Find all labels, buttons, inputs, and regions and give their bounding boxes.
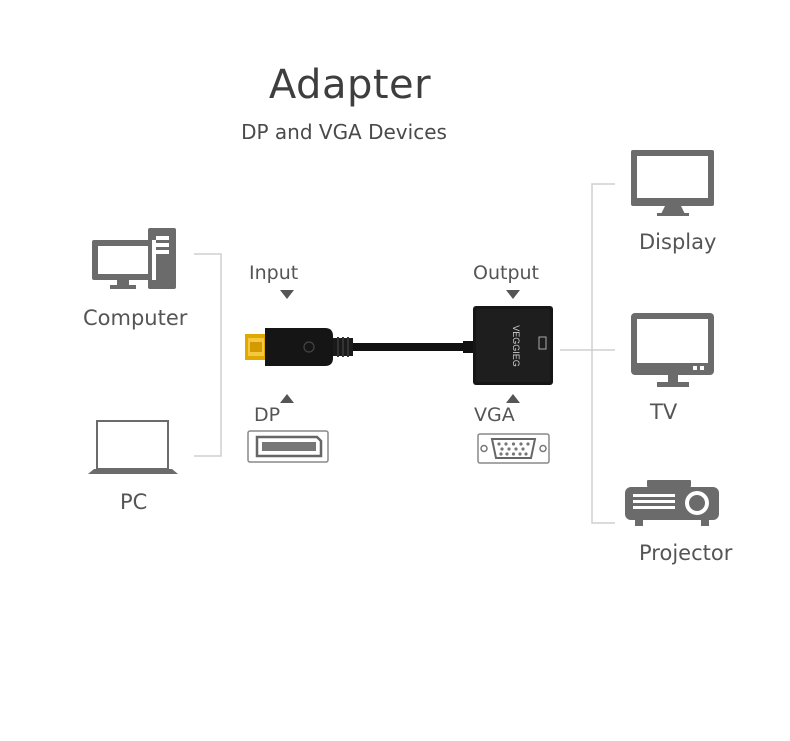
vga-arrow-up-icon [506,394,520,403]
dp-port-icon [247,430,329,463]
laptop-icon [88,420,178,474]
left-bracket-line [194,253,222,457]
input-label: Input [249,262,299,284]
dp-label: DP [254,404,281,426]
adapter-cable: VEGGIEG [245,306,553,385]
vga-port-icon [477,433,550,464]
output-label: Output [473,262,539,284]
output-arrow-down-icon [506,290,520,299]
diagram-title: Adapter [268,62,432,108]
display-label: Display [639,230,717,254]
tv-icon [631,313,714,387]
computer-icon [92,228,176,289]
adapter-brand-text: VEGGIEG [511,325,521,367]
projector-label: Projector [639,541,733,565]
vga-label: VGA [474,404,515,426]
dp-arrow-up-icon [280,394,294,403]
tv-label: TV [650,400,678,424]
display-icon [631,150,714,216]
input-arrow-down-icon [280,290,294,299]
pc-label: PC [120,490,148,514]
diagram-subtitle: DP and VGA Devices [241,120,447,144]
right-bracket-line [560,183,615,524]
projector-icon [625,480,719,526]
computer-label: Computer [83,306,188,330]
